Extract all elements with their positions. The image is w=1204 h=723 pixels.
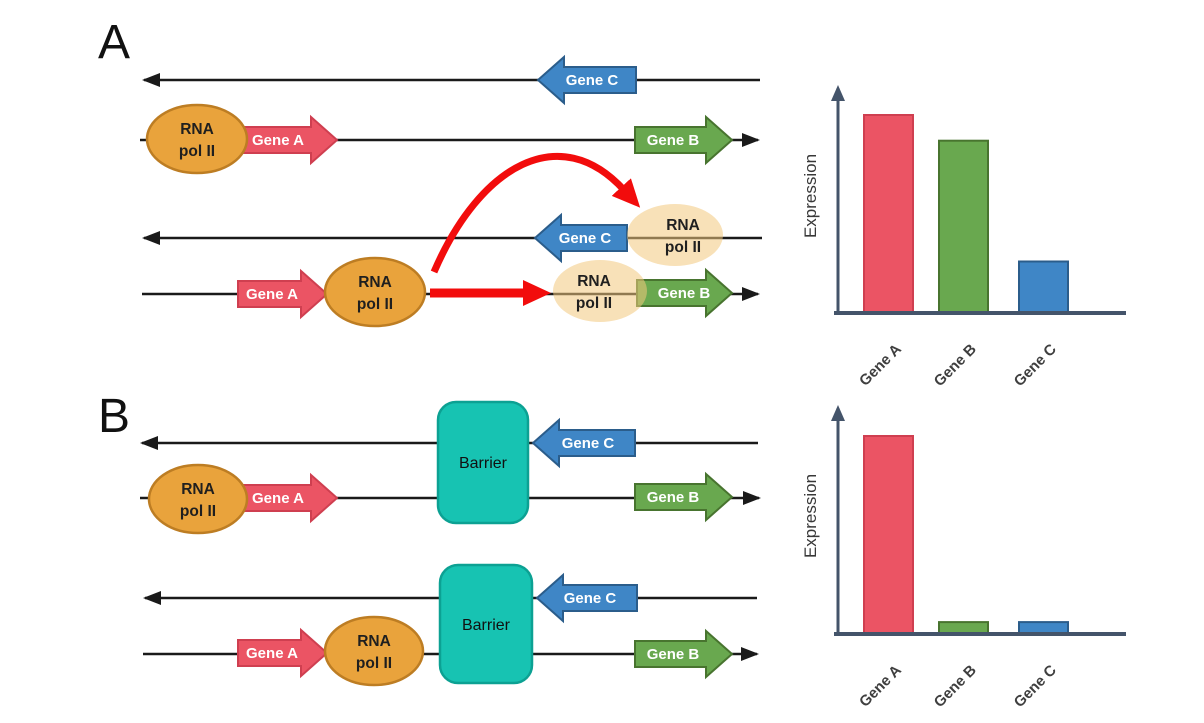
bar-gene-c <box>1018 260 1069 314</box>
y-axis-label: Expression <box>801 474 820 558</box>
gene-a-label: Gene A <box>252 490 304 507</box>
gene-a-arrow <box>237 627 329 679</box>
rna-pol-ii-label-line1: RNA <box>358 274 392 291</box>
gene-c-arrow <box>531 417 636 469</box>
panel-a-label: A <box>98 16 130 69</box>
rna-pol-ii-label-line2: pol II <box>665 239 701 256</box>
gene-c-label: Gene C <box>566 72 619 89</box>
rna-pol-ii-label-line1: RNA <box>666 217 700 234</box>
rna-pol-ii-label-line1: RNA <box>577 273 611 290</box>
gene-a-label: Gene A <box>246 645 298 662</box>
rna-pol-ii-label-line1: RNA <box>180 121 214 138</box>
bar-gene-a <box>863 435 914 635</box>
gene-a-label: Gene A <box>246 286 298 303</box>
barrier-label: Barrier <box>462 617 511 634</box>
barrier-label: Barrier <box>459 455 508 472</box>
gene-a-arrow <box>237 268 329 320</box>
expression-chart-a: Expression Gene A Gene B Gene C <box>801 85 1126 390</box>
rna-pol-ii-label-line2: pol II <box>356 655 392 672</box>
gene-a-label: Gene A <box>252 132 304 149</box>
readthrough-arrow-to-gene-c <box>430 152 641 274</box>
gene-c-label: Gene C <box>562 435 615 452</box>
gene-a-arrow <box>241 472 339 524</box>
y-axis-label: Expression <box>801 154 820 238</box>
bar-gene-b <box>938 139 989 314</box>
tick-label-gene-b: Gene B <box>931 341 980 390</box>
rna-pol-ii-ellipse <box>145 103 249 175</box>
panel-b-label: B <box>98 390 130 443</box>
barrier-box <box>438 563 534 685</box>
tick-label-gene-b: Gene B <box>931 662 980 711</box>
gene-c-label: Gene C <box>564 590 617 607</box>
tick-label-gene-c: Gene C <box>1011 341 1060 390</box>
rna-pol-ii-label-line2: pol II <box>357 296 393 313</box>
gene-b-arrow <box>634 114 734 166</box>
rna-pol-ii-label-line2: pol II <box>576 295 612 312</box>
gene-b-label: Gene B <box>647 489 700 506</box>
rna-pol-ii-label-line2: pol II <box>180 503 216 520</box>
expression-chart-b: Expression Gene A Gene B Gene C <box>801 405 1126 711</box>
rna-pol-ii-faded-ellipse <box>627 204 723 266</box>
gene-b-label: Gene B <box>647 646 700 663</box>
tick-label-gene-c: Gene C <box>1011 662 1060 711</box>
gene-c-label: Gene C <box>559 230 612 247</box>
tick-label-gene-a: Gene A <box>856 341 905 390</box>
gene-a-arrow <box>241 114 339 166</box>
rna-pol-ii-ellipse <box>323 256 427 328</box>
rna-pol-ii-ellipse <box>147 463 249 535</box>
gene-b-label: Gene B <box>647 132 700 149</box>
gene-b-arrow <box>634 471 734 523</box>
barrier-box <box>436 400 530 525</box>
gene-c-arrow <box>536 54 637 106</box>
rna-pol-ii-label-line1: RNA <box>357 633 391 650</box>
gene-c-arrow <box>533 212 628 264</box>
rna-pol-ii-label-line2: pol II <box>179 143 215 160</box>
rna-pol-ii-faded-ellipse <box>553 260 647 322</box>
rna-pol-ii-ellipse <box>323 615 425 687</box>
gene-c-arrow <box>535 572 638 624</box>
gene-b-arrow <box>636 267 734 319</box>
rna-pol-ii-label-line1: RNA <box>181 481 215 498</box>
bar-gene-a <box>863 114 914 314</box>
gene-b-arrow <box>634 628 734 680</box>
gene-b-label: Gene B <box>658 285 711 302</box>
tick-label-gene-a: Gene A <box>856 662 905 711</box>
